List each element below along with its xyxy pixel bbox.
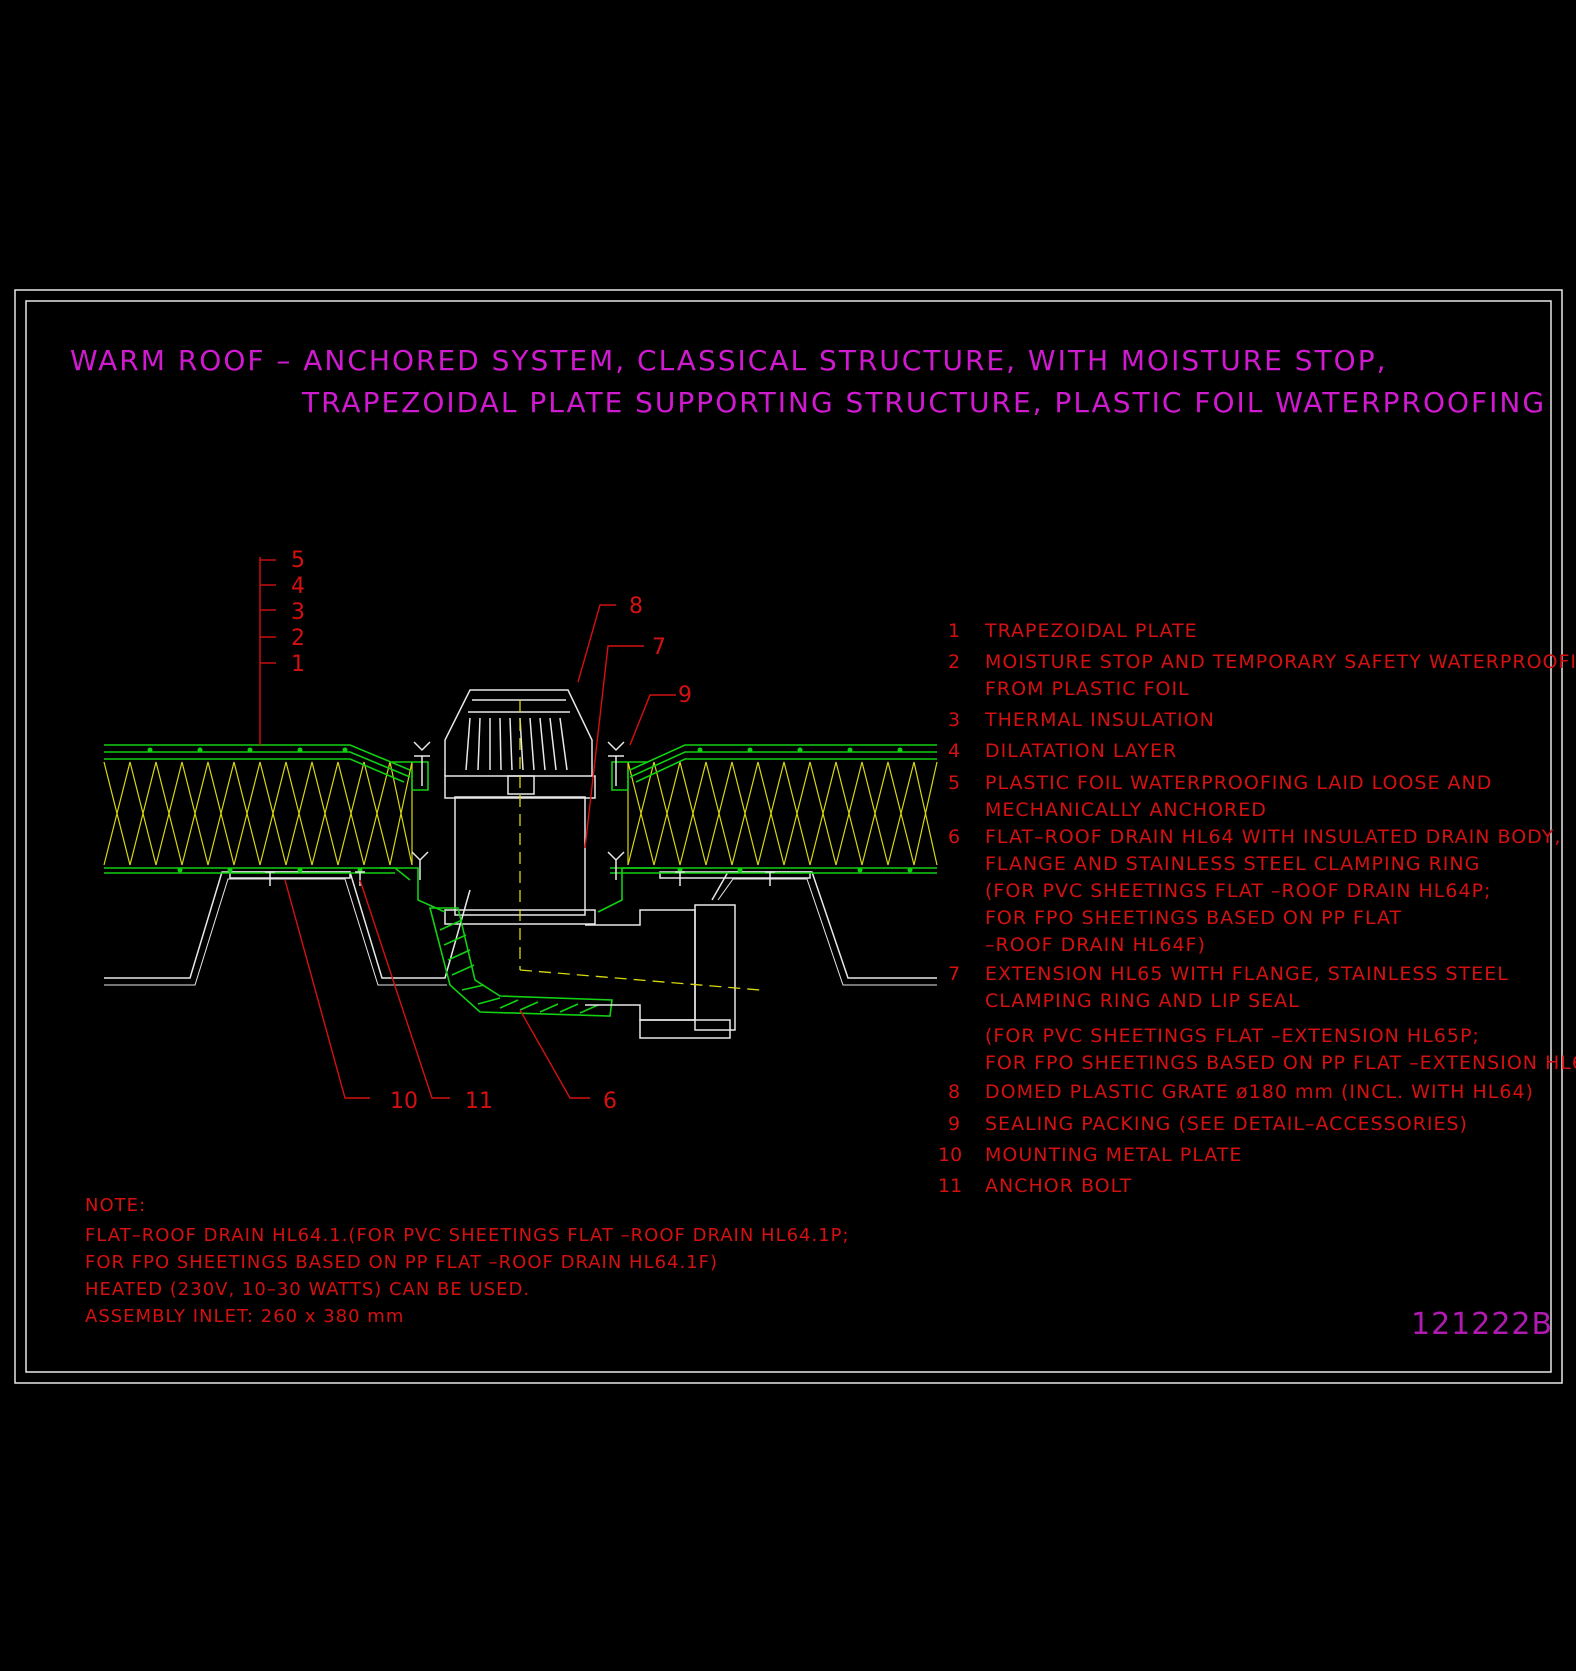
- callout-5: 5: [291, 548, 305, 573]
- mounting-plate-left: [229, 871, 351, 879]
- drain-outlet: [585, 909, 696, 1021]
- trapezoidal-plate-right: [711, 871, 937, 979]
- legend-number: 7: [948, 963, 960, 985]
- callout-11: 11: [465, 1089, 493, 1114]
- legend-text: PLASTIC FOIL WATERPROOFING LAID LOOSE AN…: [985, 772, 1492, 794]
- outlet-lower: [639, 1019, 731, 1039]
- legend-text: TRAPEZOIDAL PLATE: [984, 620, 1198, 642]
- callout-10: 10: [390, 1089, 418, 1114]
- clamp-ring-lower-right: [597, 867, 660, 913]
- legend-text: FOR FPO SHEETINGS BASED ON PP FLAT –EXTE…: [985, 1052, 1576, 1074]
- wing-nuts: [411, 741, 625, 880]
- legend-text: FLANGE AND STAINLESS STEEL CLAMPING RING: [985, 853, 1480, 875]
- legend-number: 4: [948, 740, 960, 762]
- legend-text: MOISTURE STOP AND TEMPORARY SAFETY WATER…: [985, 651, 1576, 673]
- legend-number: 11: [938, 1175, 962, 1197]
- callout-3: 3: [291, 600, 305, 625]
- callout-leaders: [259, 557, 676, 1099]
- note-line-2: FOR FPO SHEETINGS BASED ON PP FLAT –ROOF…: [85, 1252, 718, 1273]
- insulation-left: [103, 761, 413, 866]
- callout-8: 8: [629, 594, 643, 619]
- legend-number: 1: [948, 620, 960, 642]
- clamp-ring-upper-right: [611, 761, 648, 791]
- waterproofing-left: [104, 744, 411, 771]
- domed-grate-top: [468, 699, 570, 713]
- trapezoidal-plate-right-inner: [717, 878, 937, 986]
- legend-text: FROM PLASTIC FOIL: [985, 678, 1190, 700]
- note-block: NOTE: FLAT–ROOF DRAIN HL64.1.(FOR PVC SH…: [85, 1195, 850, 1327]
- outlet-spigot: [694, 904, 736, 1031]
- callout-2: 2: [291, 626, 305, 651]
- insulation-right-b: [627, 761, 938, 866]
- dilatation-right: [635, 758, 937, 783]
- insulation-left-b: [103, 761, 413, 866]
- clamp-ring-lower-left: [380, 867, 446, 913]
- dilatation-left: [104, 758, 405, 783]
- drain-body-insulation: [428, 907, 613, 1017]
- legend-text: THERMAL INSULATION: [984, 709, 1215, 731]
- legend-text: EXTENSION HL65 WITH FLANGE, STAINLESS ST…: [985, 963, 1509, 985]
- legend-text: (FOR PVC SHEETINGS FLAT –ROOF DRAIN HL64…: [985, 880, 1491, 902]
- legend-text: SEALING PACKING (SEE DETAIL–ACCESSORIES): [985, 1113, 1468, 1135]
- legend-number: 8: [948, 1081, 960, 1103]
- insulation-right: [627, 761, 938, 866]
- title-line-2: TRAPEZOIDAL PLATE SUPPORTING STRUCTURE, …: [301, 386, 1546, 419]
- legend-text: (FOR PVC SHEETINGS FLAT –EXTENSION HL65P…: [985, 1025, 1480, 1047]
- legend-text: ANCHOR BOLT: [985, 1175, 1132, 1197]
- legend-text: CLAMPING RING AND LIP SEAL: [985, 990, 1300, 1012]
- waterproofing-right: [629, 744, 937, 771]
- legend-text: DILATATION LAYER: [985, 740, 1177, 762]
- callout-1: 1: [291, 652, 305, 677]
- legend-text: DOMED PLASTIC GRATE ø180 mm (INCL. WITH …: [985, 1081, 1534, 1103]
- legend-text: –ROOF DRAIN HL64F): [985, 934, 1206, 956]
- domed-grate: [444, 689, 593, 776]
- callout-7: 7: [652, 635, 666, 660]
- legend: 1 TRAPEZOIDAL PLATE 2 MOISTURE STOP AND TEM…: [938, 620, 1576, 1197]
- waterproofing-right-2: [629, 751, 937, 778]
- note-line-1: FLAT–ROOF DRAIN HL64.1.(FOR PVC SHEETING…: [85, 1225, 850, 1246]
- note-heading: NOTE:: [85, 1195, 146, 1216]
- title-line-1: WARM ROOF – ANCHORED SYSTEM, CLASSICAL S…: [70, 344, 1387, 377]
- waterproofing-left-2: [104, 751, 411, 778]
- drain-body-hatch: [439, 919, 599, 1014]
- note-line-3: HEATED (230V, 10–30 WATTS) CAN BE USED.: [85, 1279, 530, 1300]
- outer-frame: [14, 289, 1563, 1384]
- anchor-bolts: [265, 871, 775, 886]
- legend-number: 6: [948, 826, 960, 848]
- legend-text: FOR FPO SHEETINGS BASED ON PP FLAT: [985, 907, 1402, 929]
- legend-number: 9: [948, 1113, 960, 1135]
- legend-text: FLAT–ROOF DRAIN HL64 WITH INSULATED DRAI…: [985, 826, 1561, 848]
- callout-labels: 5 4 3 2 1 8 7 9 10 11 6: [291, 548, 692, 1114]
- callout-9: 9: [678, 683, 692, 708]
- mounting-plate-right: [659, 871, 811, 879]
- legend-number: 5: [948, 772, 960, 794]
- drawing-code: 121222B: [1411, 1307, 1553, 1342]
- inner-frame: [25, 300, 1552, 1373]
- legend-number: 3: [948, 709, 960, 731]
- legend-number: 2: [948, 651, 960, 673]
- callout-4: 4: [291, 574, 305, 599]
- grate-hub: [507, 775, 535, 795]
- note-line-4: ASSEMBLY INLET: 260 x 380 mm: [85, 1306, 404, 1327]
- clamp-ring-upper-left: [392, 761, 429, 791]
- legend-text: MOUNTING METAL PLATE: [985, 1144, 1242, 1166]
- centre-line-outlet: [519, 969, 761, 991]
- callout-6: 6: [603, 1089, 617, 1114]
- grate-ribs: [465, 717, 568, 771]
- trapezoidal-plate-inner: [104, 878, 447, 986]
- legend-number: 10: [938, 1144, 962, 1166]
- legend-text: MECHANICALLY ANCHORED: [985, 799, 1267, 821]
- roof-section: [103, 689, 938, 1039]
